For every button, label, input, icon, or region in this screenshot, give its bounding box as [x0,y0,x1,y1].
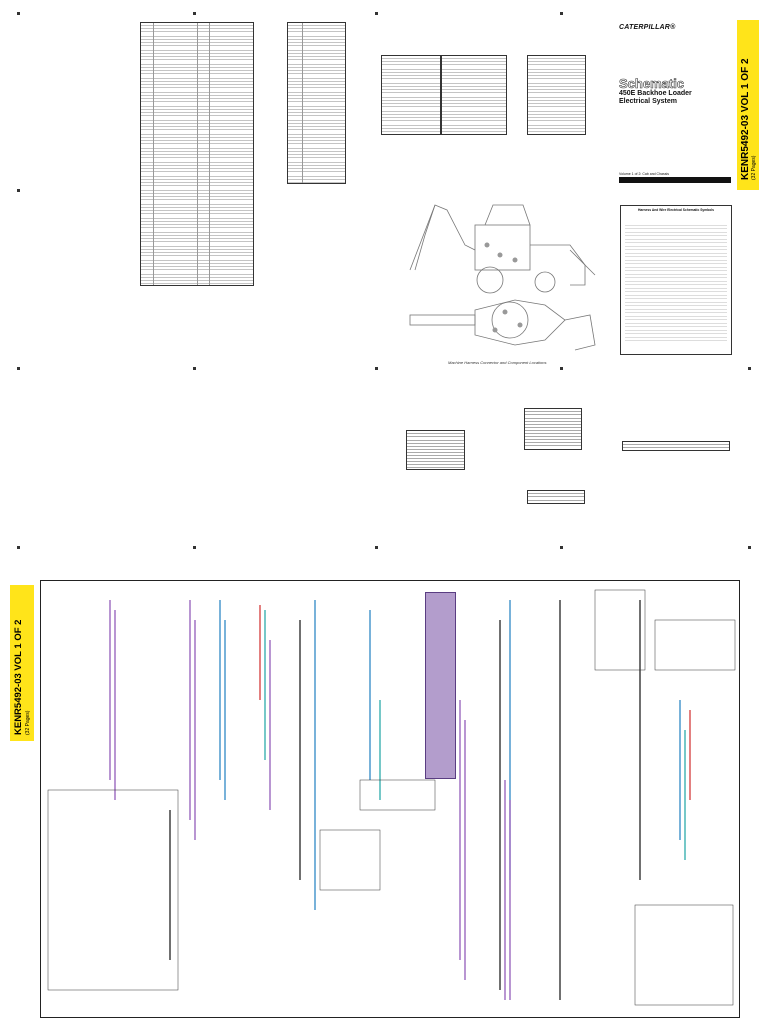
doc-number-label: KENR5492-03 VOL 1 OF 2 [740,58,751,180]
model-line-1: 450E Backhoe Loader [619,90,692,97]
component-location-table [140,22,254,286]
model-line-2: Electrical System [619,98,677,105]
doc-number-tab-top: KENR5492-03 VOL 1 OF 2 (32 Pages) [737,20,759,190]
small-table [622,441,730,451]
machine-drawing [409,204,596,351]
caterpillar-logo: CATERPILLAR® [619,24,676,31]
small-table [406,430,465,470]
doc-number-label: KENR5492-03 VOL 1 OF 2 [13,619,24,735]
schematic-frame [40,580,740,1018]
table-divider [153,23,154,285]
wiring-schematic [47,589,736,1006]
page-title: Schematic [619,76,685,92]
doc-number-tab-bottom: KENR5492-03 VOL 1 OF 2 (32 Pages) [10,585,34,741]
table-divider [209,23,210,285]
crop-mark [748,367,751,370]
ecm-connector-block [425,592,456,779]
crop-mark [375,546,378,549]
small-table [524,408,582,450]
crop-mark [375,12,378,15]
small-table [527,490,585,504]
crop-mark [193,12,196,15]
crop-mark [560,367,563,370]
title-bar [619,177,731,183]
doc-pages-label: (32 Pages) [25,710,31,735]
model-name: 450E Backhoe Loader Electrical System [619,90,692,106]
symbols-legend: Harness And Wire Electrical Schematic Sy… [620,205,732,355]
table-divider [302,23,303,183]
crop-mark [560,546,563,549]
legend-title: Harness And Wire Electrical Schematic Sy… [638,208,714,212]
figure-caption: Machine Harness Connector and Component … [448,360,547,365]
doc-pages-label: (32 Pages) [751,155,757,180]
crop-mark [560,12,563,15]
crop-mark [17,12,20,15]
connector-table [441,55,507,135]
crop-mark [193,546,196,549]
volume-note: Volume 1 of 2: Cab and Chassis [619,172,670,176]
legend-lines [625,222,727,342]
connector-table [527,55,586,135]
table-divider [197,23,198,285]
harness-table [287,22,346,184]
crop-mark [17,367,20,370]
crop-mark [17,546,20,549]
crop-mark [375,367,378,370]
crop-mark [17,189,20,192]
crop-mark [748,546,751,549]
crop-mark [193,367,196,370]
connector-table [381,55,441,135]
